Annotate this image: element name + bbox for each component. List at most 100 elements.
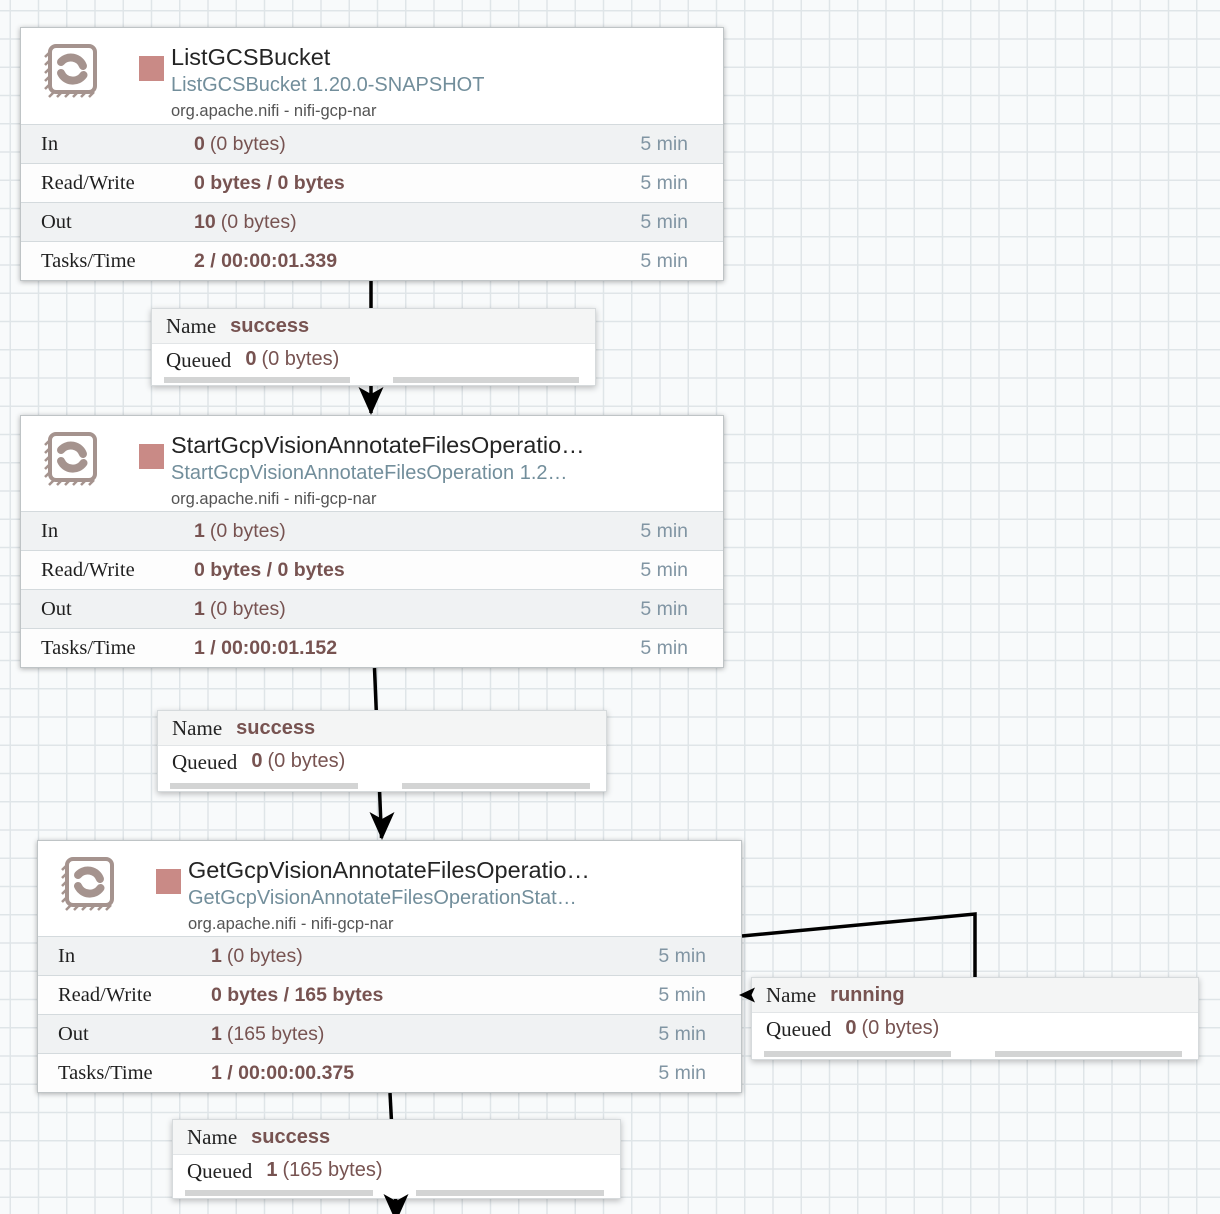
stat-window: 5 min [640, 636, 688, 659]
processor-icon [61, 857, 114, 911]
stat-label: Tasks/Time [41, 636, 136, 659]
stat-value: 1 / 00:00:01.152 [194, 636, 338, 659]
processor-listgcsbucket[interactable]: ListGCSBucket ListGCSBucket 1.20.0-SNAPS… [20, 27, 724, 281]
queue-size-progressbar [401, 783, 590, 789]
processor-bundle: org.apache.nifi - nifi-gcp-nar [188, 915, 394, 933]
connection-label-success-3[interactable]: Name success Queued 1(165 bytes) [172, 1119, 621, 1199]
stat-label: Read/Write [58, 983, 152, 1006]
processor-title: ListGCSBucket [171, 44, 331, 70]
queue-size-progressbar [416, 1190, 604, 1196]
stat-row-in: In 1(0 bytes) 5 min [21, 511, 723, 550]
queued-label: Queued [766, 1017, 832, 1041]
relationship-name: success [236, 716, 316, 739]
stopped-status-icon [156, 869, 181, 894]
stat-label: Read/Write [41, 558, 135, 581]
stat-row-tasks-time: Tasks/Time 1 / 00:00:01.152 5 min [21, 628, 723, 667]
queue-count-progressbar [164, 377, 351, 383]
stat-row-in: In 0(0 bytes) 5 min [21, 124, 723, 163]
stat-value: 0 bytes / 0 bytes [194, 558, 345, 581]
relationship-name: running [830, 983, 905, 1006]
name-label: Name [766, 982, 817, 1007]
processor-icon [44, 432, 97, 486]
connection-queued-row: Queued 0(0 bytes) [752, 1013, 1198, 1063]
stat-window: 5 min [640, 249, 688, 272]
name-label: Name [172, 715, 223, 740]
stat-window: 5 min [640, 132, 688, 155]
queued-label: Queued [172, 750, 238, 774]
stat-row-tasks-time: Tasks/Time 1 / 00:00:00.375 5 min [38, 1053, 741, 1092]
queue-count-progressbar [170, 783, 359, 789]
connection-name-row: Name success [158, 711, 606, 746]
connection-label-success-1[interactable]: Name success Queued 0(0 bytes) [151, 308, 596, 386]
stat-value: 1 / 00:00:00.375 [211, 1061, 355, 1084]
stat-label: Out [41, 597, 72, 620]
stat-label: Tasks/Time [41, 249, 136, 272]
processor-bundle: org.apache.nifi - nifi-gcp-nar [171, 102, 377, 120]
processor-getgcpvisionannotatefilesoperationstatus[interactable]: GetGcpVisionAnnotateFilesOperatio… GetGc… [37, 840, 742, 1093]
processor-startgcpvisionannotatefilesoperation[interactable]: StartGcpVisionAnnotateFilesOperatio… Sta… [20, 415, 724, 668]
stat-value: 1(0 bytes) [211, 944, 303, 967]
stat-window: 5 min [640, 558, 688, 581]
connection-label-running[interactable]: Name running Queued 0(0 bytes) [751, 977, 1199, 1060]
stat-label: Out [58, 1022, 89, 1045]
stat-value: 10(0 bytes) [194, 210, 297, 233]
stat-window: 5 min [658, 1061, 706, 1084]
connection-queued-row: Queued 1(165 bytes) [173, 1155, 620, 1202]
queue-count-progressbar [764, 1051, 952, 1057]
stat-row-read-write: Read/Write 0 bytes / 0 bytes 5 min [21, 163, 723, 202]
queued-label: Queued [166, 348, 232, 372]
name-label: Name [166, 313, 217, 338]
stat-label: Out [41, 210, 72, 233]
processor-icon [44, 44, 97, 98]
stopped-status-icon [139, 56, 164, 81]
stat-window: 5 min [658, 944, 706, 967]
queue-size-progressbar [392, 377, 579, 383]
connection-name-row: Name running [752, 978, 1198, 1013]
stat-value: 0(0 bytes) [194, 132, 286, 155]
queued-value: 1(165 bytes) [266, 1159, 383, 1181]
stat-window: 5 min [658, 983, 706, 1006]
stat-value: 1(0 bytes) [194, 519, 286, 542]
processor-type-version: GetGcpVisionAnnotateFilesOperationStat… [188, 887, 577, 909]
processor-header: StartGcpVisionAnnotateFilesOperatio… Sta… [21, 416, 723, 511]
connection-name-row: Name success [173, 1120, 620, 1155]
queue-count-progressbar [185, 1190, 373, 1196]
stat-row-read-write: Read/Write 0 bytes / 0 bytes 5 min [21, 550, 723, 589]
processor-bundle: org.apache.nifi - nifi-gcp-nar [171, 490, 377, 508]
queue-size-progressbar [994, 1051, 1182, 1057]
stat-row-in: In 1(0 bytes) 5 min [38, 936, 741, 975]
processor-header: ListGCSBucket ListGCSBucket 1.20.0-SNAPS… [21, 28, 723, 124]
stat-row-out: Out 10(0 bytes) 5 min [21, 202, 723, 241]
stat-row-tasks-time: Tasks/Time 2 / 00:00:01.339 5 min [21, 241, 723, 280]
stat-window: 5 min [658, 1022, 706, 1045]
relationship-name: success [230, 314, 310, 337]
stat-window: 5 min [640, 597, 688, 620]
stopped-status-icon [139, 444, 164, 469]
stat-label: In [58, 944, 76, 967]
connection-queued-row: Queued 0(0 bytes) [158, 746, 606, 795]
stat-row-out: Out 1(0 bytes) 5 min [21, 589, 723, 628]
processor-type-version: ListGCSBucket 1.20.0-SNAPSHOT [171, 74, 485, 96]
stat-value: 1(0 bytes) [194, 597, 286, 620]
stat-window: 5 min [640, 171, 688, 194]
connection-label-success-2[interactable]: Name success Queued 0(0 bytes) [157, 710, 607, 792]
stat-row-out: Out 1(165 bytes) 5 min [38, 1014, 741, 1053]
stat-window: 5 min [640, 210, 688, 233]
processor-title: StartGcpVisionAnnotateFilesOperatio… [171, 432, 585, 458]
stat-value: 1(165 bytes) [211, 1022, 325, 1045]
processor-type-version: StartGcpVisionAnnotateFilesOperation 1.2… [171, 462, 568, 484]
queued-value: 0(0 bytes) [245, 348, 340, 370]
stat-window: 5 min [640, 519, 688, 542]
queued-label: Queued [187, 1159, 253, 1183]
relationship-name: success [251, 1125, 331, 1148]
queued-value: 0(0 bytes) [251, 750, 346, 772]
stat-label: In [41, 519, 59, 542]
stat-value: 2 / 00:00:01.339 [194, 249, 338, 272]
processor-header: GetGcpVisionAnnotateFilesOperatio… GetGc… [38, 841, 741, 936]
stat-label: Tasks/Time [58, 1061, 153, 1084]
connection-queued-row: Queued 0(0 bytes) [152, 344, 595, 389]
connection-name-row: Name success [152, 309, 595, 344]
stat-label: In [41, 132, 59, 155]
name-label: Name [187, 1124, 238, 1149]
